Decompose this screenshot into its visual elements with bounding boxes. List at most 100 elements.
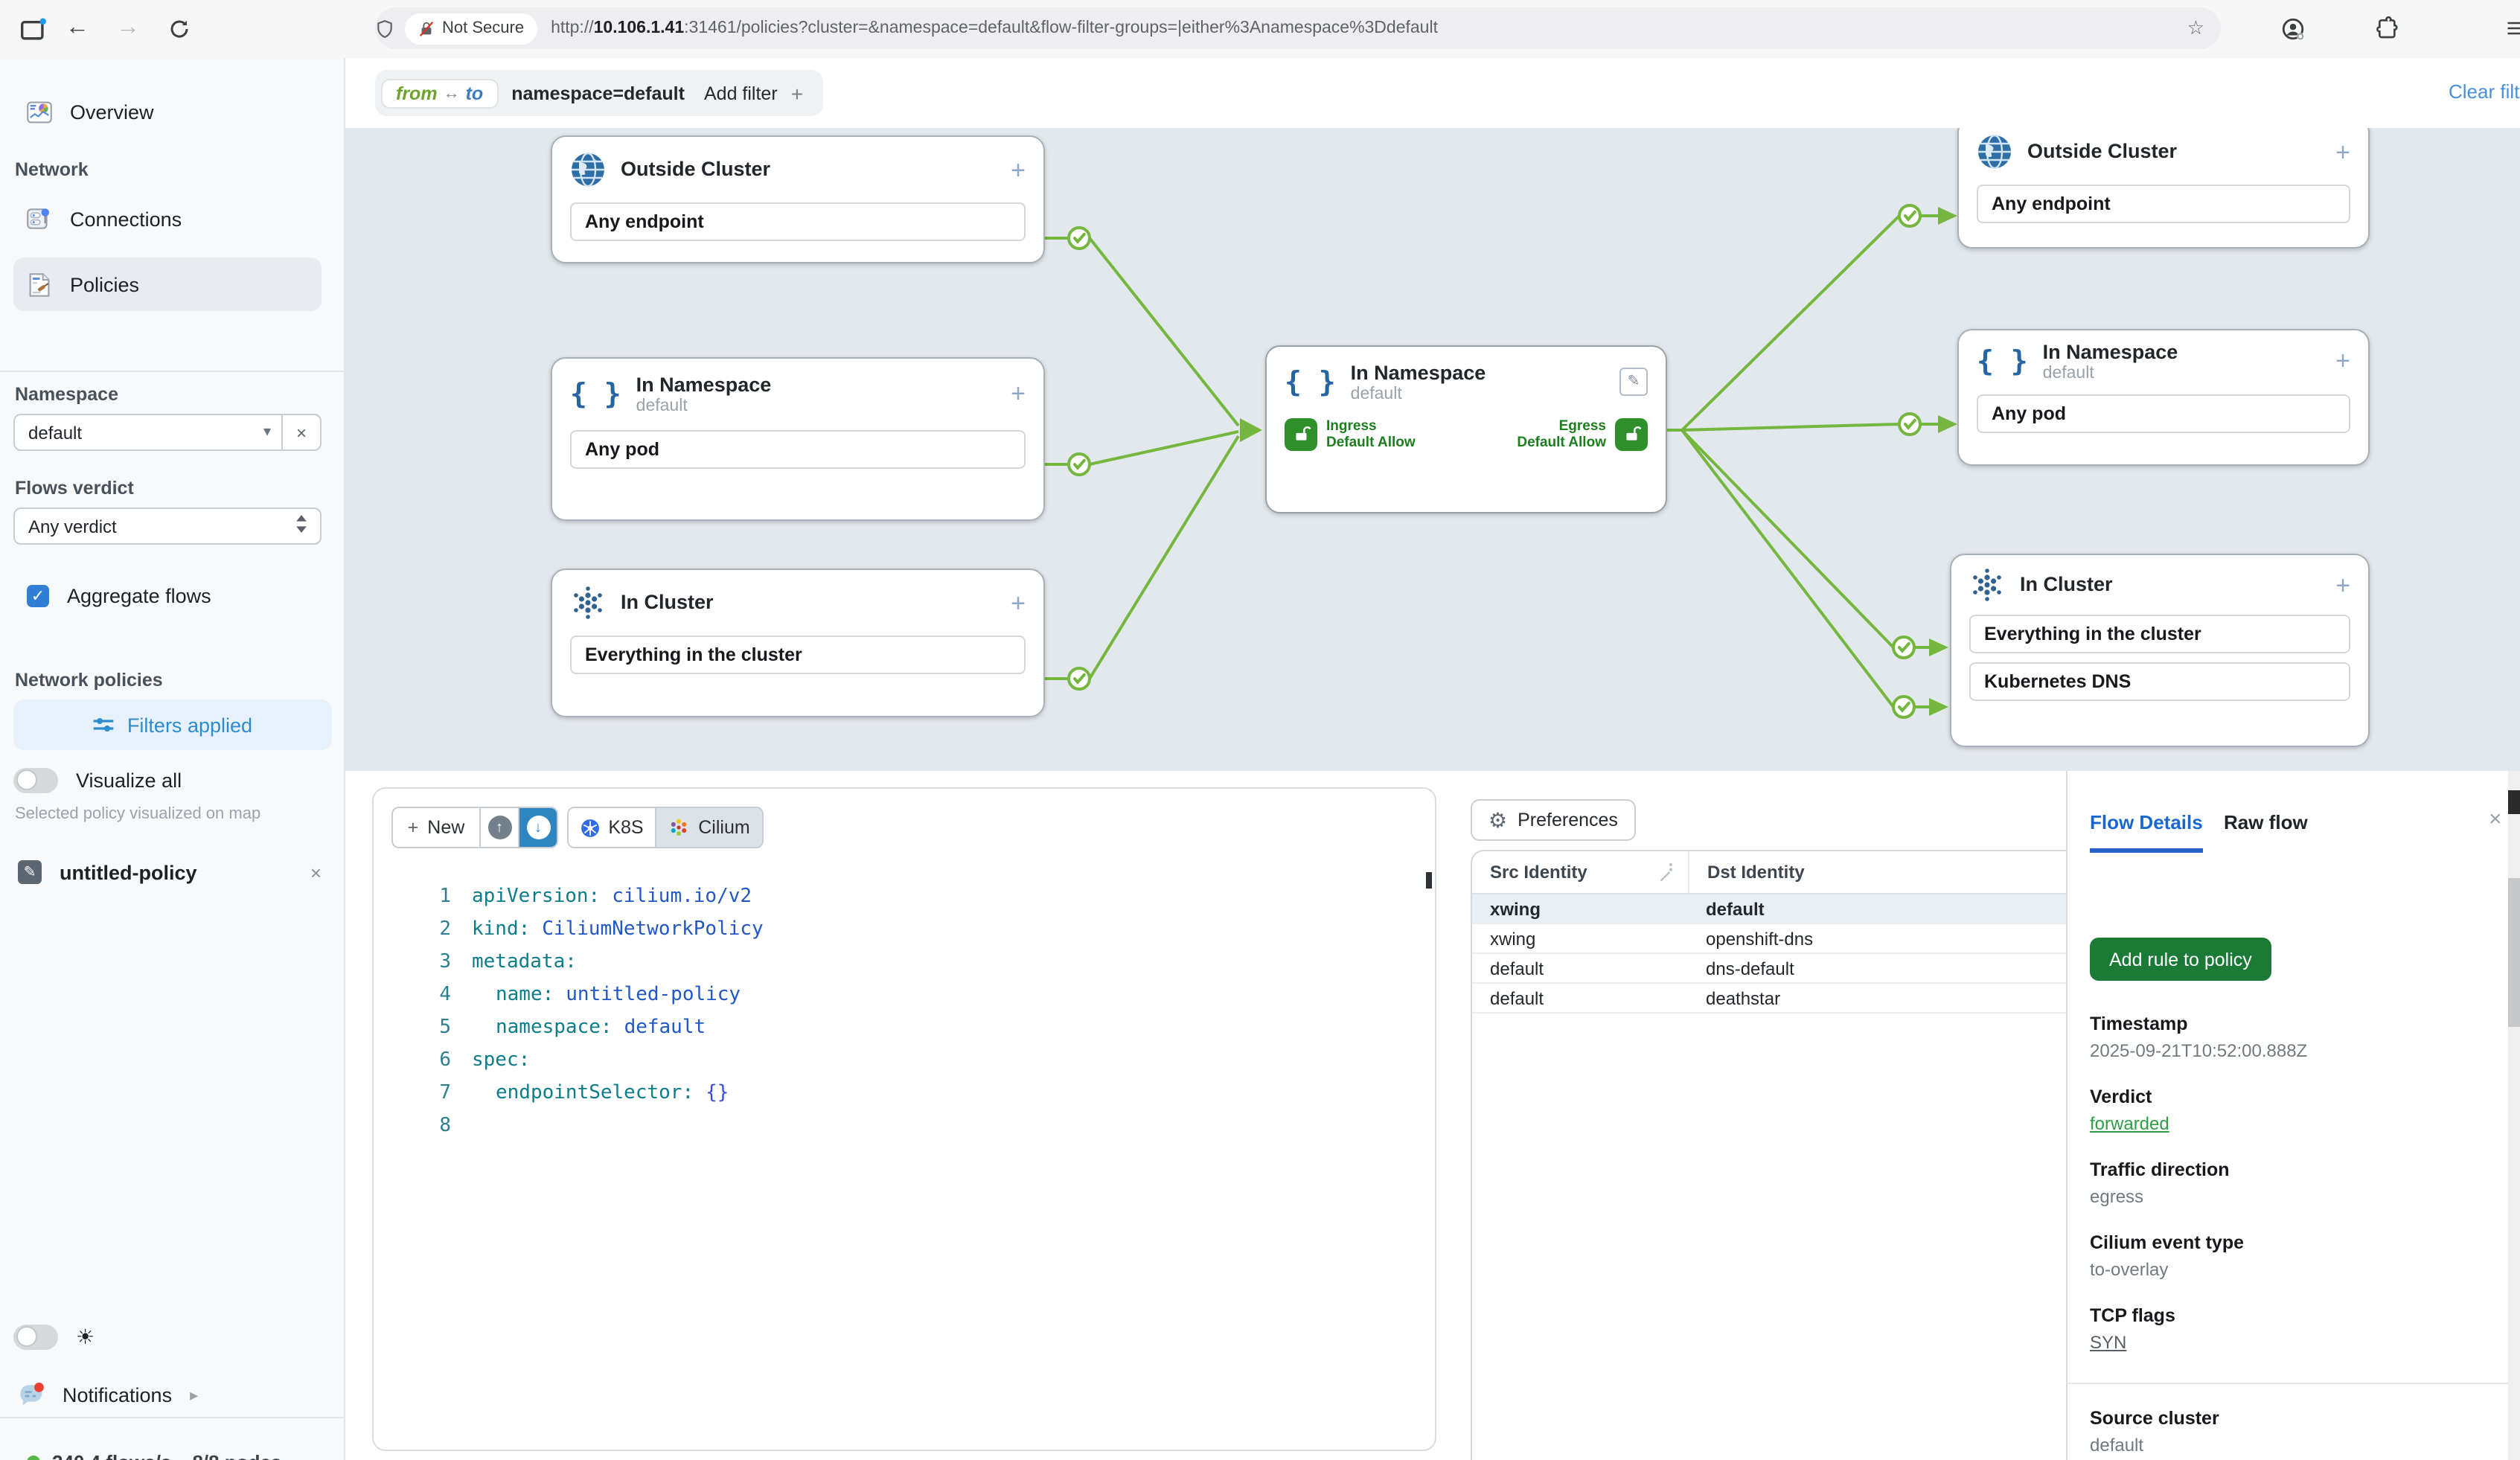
tcp-flags-label: TCP flags	[2090, 1305, 2175, 1326]
card-title: Outside Cluster	[621, 158, 771, 181]
section-divider	[2068, 1383, 2508, 1384]
back-button[interactable]: ←	[65, 15, 89, 40]
sidebar-item-connections[interactable]: Connections	[0, 195, 345, 243]
add-endpoint-button[interactable]: +	[1011, 380, 1026, 409]
sidebar-item-label: Overview	[70, 100, 154, 123]
tab-flow-details[interactable]: Flow Details	[2090, 811, 2203, 833]
endpoint-item[interactable]: Any pod	[570, 429, 1026, 469]
editor-scrollbar-thumb[interactable]	[1426, 872, 1432, 889]
extensions-puzzle-icon[interactable]	[2370, 10, 2405, 46]
source-cluster-label: Source cluster	[2090, 1408, 2219, 1429]
namespace-clear-button[interactable]: ×	[281, 415, 320, 449]
download-policy-button[interactable]: ↓	[518, 808, 557, 847]
map-card-outside-cluster-dst: Outside Cluster + Any endpoint	[1957, 128, 2370, 249]
unlock-icon	[1285, 417, 1317, 451]
column-resize-icon[interactable]	[1660, 862, 1675, 883]
flows-verdict-value: Any verdict	[28, 516, 117, 537]
theme-row: ☀	[0, 1313, 345, 1360]
column-dst-identity[interactable]: Dst Identity	[1688, 851, 1805, 893]
card-title: Outside Cluster	[2027, 140, 2178, 163]
edit-icon[interactable]: ✎	[1619, 368, 1648, 397]
tab-cilium[interactable]: Cilium	[655, 808, 762, 847]
security-badge[interactable]: Not Secure	[405, 13, 538, 44]
add-rule-button[interactable]: Add rule to policy	[2090, 938, 2271, 981]
endpoint-item[interactable]: Everything in the cluster	[1969, 615, 2350, 653]
reload-button[interactable]	[161, 10, 196, 46]
flow-connections	[1045, 204, 1957, 719]
aggregate-flows-row[interactable]: ✓ Aggregate flows	[0, 571, 345, 619]
address-bar[interactable]: Not Secure http://10.106.1.41:31461/poli…	[375, 7, 2221, 49]
menu-icon[interactable]	[2498, 10, 2520, 46]
event-type-label: Cilium event type	[2090, 1232, 2244, 1253]
endpoint-item[interactable]: Any pod	[1977, 394, 2350, 433]
card-title: In Namespace	[2042, 341, 2178, 363]
nodes-count: 8/8 nodes	[192, 1450, 281, 1460]
endpoint-item[interactable]: Everything in the cluster	[570, 635, 1026, 674]
checkbox-checked-icon[interactable]: ✓	[27, 584, 49, 606]
visualize-all-hint: Selected policy visualized on map	[15, 805, 261, 823]
panel-scrollbar[interactable]	[2508, 771, 2520, 1460]
add-filter-button[interactable]: Add filter +	[685, 70, 823, 116]
sidebar-item-overview[interactable]: Overview	[0, 88, 345, 135]
filters-applied-button[interactable]: Filters applied	[13, 699, 332, 750]
panel-divider	[2066, 771, 2068, 1460]
sidebar-section-network: Network	[15, 159, 89, 180]
tab-raw-flow[interactable]: Raw flow	[2224, 811, 2308, 833]
sidebar-item-policies[interactable]: Policies	[13, 257, 322, 311]
traffic-direction-value: egress	[2090, 1186, 2144, 1207]
cilium-icon	[671, 819, 687, 836]
format-switch: K8S Cilium	[567, 807, 764, 848]
flows-verdict-select[interactable]: Any verdict	[13, 508, 322, 545]
add-endpoint-button[interactable]: +	[1011, 589, 1026, 617]
tab-k8s[interactable]: K8S	[569, 808, 655, 847]
table-header[interactable]: Src Identity Dst Identity	[1472, 851, 2066, 894]
endpoint-item[interactable]: Kubernetes DNS	[1969, 662, 2350, 701]
policy-map[interactable]: Outside Cluster + Any endpoint { } In Na…	[345, 128, 2520, 771]
flow-filter-chip[interactable]: from ↔ to namespace=default ×	[375, 70, 725, 116]
close-icon[interactable]: ×	[2489, 807, 2502, 832]
bookmark-icon[interactable]: ☆	[2187, 16, 2204, 39]
upload-policy-button[interactable]: ↑	[479, 808, 518, 847]
active-tab-underline	[2090, 848, 2203, 853]
tcp-flags-value[interactable]: SYN	[2090, 1332, 2127, 1353]
close-policy-icon[interactable]: ×	[310, 861, 322, 883]
traffic-direction-label: Traffic direction	[2090, 1159, 2230, 1180]
theme-toggle[interactable]	[13, 1324, 58, 1349]
verdict-value[interactable]: forwarded	[2090, 1113, 2169, 1134]
flows-verdict-label: Flows verdict	[15, 478, 134, 499]
add-endpoint-button[interactable]: +	[1011, 156, 1026, 184]
sidebar-item-label: Connections	[70, 208, 182, 230]
upload-icon: ↑	[487, 816, 511, 839]
namespace-select[interactable]: default ▾ ×	[13, 414, 322, 451]
endpoint-item[interactable]: Any endpoint	[1977, 185, 2350, 223]
endpoint-item[interactable]: Any endpoint	[570, 202, 1026, 241]
notifications-row[interactable]: Notifications ▸	[0, 1371, 345, 1418]
profile-icon[interactable]	[2274, 10, 2310, 46]
add-endpoint-button[interactable]: +	[2335, 571, 2350, 599]
cluster-icon	[1973, 569, 2001, 601]
scrollbar-thumb[interactable]	[2508, 878, 2520, 1027]
add-endpoint-button[interactable]: +	[2335, 138, 2350, 166]
column-src-identity[interactable]: Src Identity	[1490, 862, 1587, 883]
new-policy-button[interactable]: + New	[407, 817, 465, 838]
scrollbar-thumb-dark[interactable]	[2508, 790, 2520, 814]
map-card-in-namespace-dst: { } In Namespace default + Any pod	[1957, 329, 2370, 466]
sidebar-toggle-icon[interactable]	[15, 10, 51, 46]
verdict-label: Verdict	[2090, 1086, 2152, 1107]
clear-filters-link[interactable]: Clear filters	[2449, 80, 2520, 103]
card-title: In Namespace	[1350, 362, 1486, 384]
visualize-all-toggle[interactable]	[13, 767, 58, 793]
visualize-all-row[interactable]: Visualize all	[0, 756, 345, 804]
add-endpoint-button[interactable]: +	[2335, 347, 2350, 376]
policy-list-item[interactable]: ✎ untitled-policy ×	[0, 848, 345, 896]
preferences-button[interactable]: ⚙ Preferences	[1471, 799, 1636, 841]
forward-button[interactable]: →	[116, 15, 140, 40]
